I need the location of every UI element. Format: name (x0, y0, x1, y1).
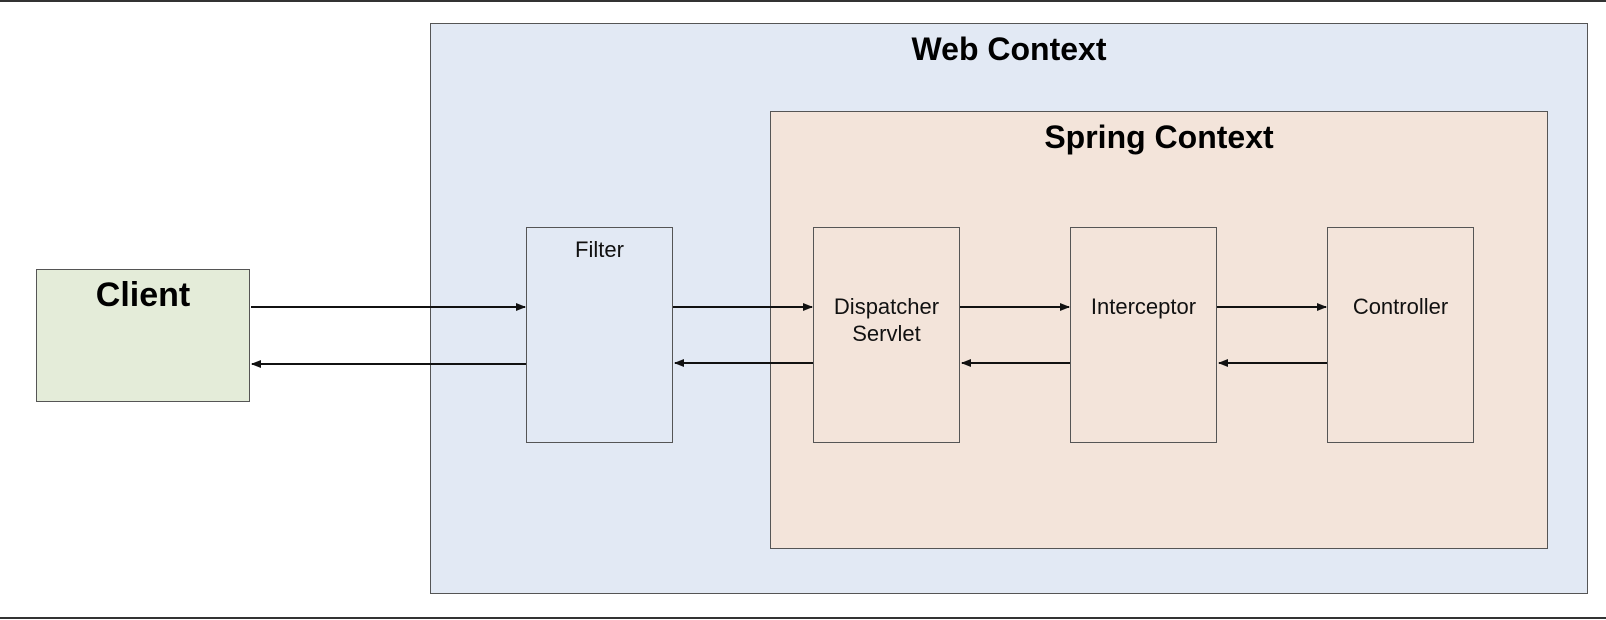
dispatcher-servlet-label: Dispatcher Servlet (813, 293, 960, 347)
web-context-title: Web Context (911, 31, 1107, 67)
filter-box (526, 227, 673, 443)
frame-bottom-border (0, 617, 1606, 619)
frame-top-border (0, 0, 1606, 2)
dispatcher-label-line2: Servlet (852, 321, 921, 346)
interceptor-label: Interceptor (1090, 294, 1197, 319)
client-box (36, 269, 250, 402)
dispatcher-servlet-box (813, 227, 960, 443)
client-label: Client (95, 276, 191, 314)
filter-label: Filter (575, 237, 624, 262)
dispatcher-label-line1: Dispatcher (833, 294, 940, 319)
spring-context-title: Spring Context (1044, 119, 1274, 155)
controller-label: Controller (1352, 294, 1449, 319)
controller-box (1327, 227, 1474, 443)
interceptor-box (1070, 227, 1217, 443)
